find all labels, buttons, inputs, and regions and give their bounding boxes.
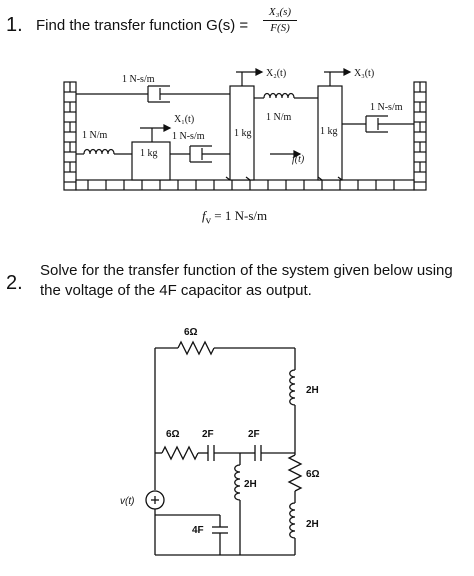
- label-mass-3: 1 kg: [320, 126, 338, 137]
- capacitor-2f-a: [198, 445, 240, 461]
- label-r-mid: 6Ω: [166, 429, 180, 440]
- left-wall: [63, 81, 77, 191]
- arrow-force: [270, 150, 302, 158]
- label-x1: X₁(t): [174, 114, 194, 125]
- label-l-right-top: 2H: [306, 385, 319, 396]
- inductor-right-top: [289, 348, 296, 435]
- mass-3: [317, 85, 343, 181]
- arrow-x1: [140, 124, 172, 142]
- label-mass-1: 1 kg: [140, 148, 158, 159]
- damper-right: [342, 115, 414, 133]
- resistor-mid: [155, 445, 199, 461]
- damper-top: [76, 85, 230, 103]
- spring-left: [76, 148, 132, 155]
- right-wall: [413, 81, 427, 191]
- spring-mid: [254, 92, 318, 99]
- label-r-top: 6Ω: [184, 327, 198, 338]
- capacitor-2f-b: [240, 435, 296, 461]
- label-damper-mid: 1 N-s/m: [172, 131, 205, 142]
- question-1-text: Find the transfer function G(s) =: [36, 17, 249, 34]
- label-l-mid: 2H: [244, 479, 257, 490]
- label-c-2f-a: 2F: [202, 429, 214, 440]
- label-r-right: 6Ω: [306, 469, 320, 480]
- mass-2: [229, 85, 255, 181]
- inductor-right-bottom: [289, 502, 296, 555]
- fraction-numerator: X₃(s): [268, 6, 292, 18]
- label-spring-mid: 1 N/m: [266, 112, 292, 123]
- label-mass-2: 1 kg: [234, 128, 252, 139]
- capacitor-4f: [155, 514, 228, 555]
- question-2-number: 2.: [6, 272, 23, 294]
- friction-marks: [225, 176, 343, 181]
- friction-coefficient: fv = 1 N-s/m: [202, 208, 268, 227]
- label-c-4f: 4F: [192, 525, 204, 536]
- resistor-right: [287, 453, 303, 503]
- label-spring-left: 1 N/m: [82, 130, 108, 141]
- damper-mid: [170, 145, 230, 163]
- arrow-x3: [324, 68, 352, 86]
- label-source: v(t): [120, 496, 134, 507]
- label-damper-right: 1 N-s/m: [370, 102, 403, 113]
- label-x3: X₃(t): [354, 68, 374, 79]
- label-l-right-bottom: 2H: [306, 519, 319, 530]
- fraction-denominator: F(S): [270, 22, 290, 34]
- arrow-x2: [236, 68, 264, 86]
- mass-1: [131, 141, 171, 181]
- resistor-top: [155, 340, 295, 356]
- label-force: f(t): [292, 154, 305, 165]
- label-x2: X₂(t): [266, 68, 286, 79]
- floor: [75, 179, 415, 191]
- mechanical-system-diagram: 1 N-s/m 1 N/m 1 kg X₁(t) 1 N-s/m 1 kg X₂…: [63, 68, 427, 191]
- question-1-number: 1.: [6, 14, 23, 36]
- label-damper-top: 1 N-s/m: [122, 74, 155, 85]
- label-c-2f-b: 2F: [248, 429, 260, 440]
- voltage-source: [145, 490, 165, 555]
- circuit-diagram: 6Ω 2H 6Ω 2F 2F 2H 6Ω: [120, 327, 320, 556]
- inductor-mid: [234, 453, 241, 555]
- transfer-function-fraction: X₃(s) F(S): [263, 6, 297, 35]
- fraction-bar: [263, 20, 297, 21]
- question-2-text: Solve for the transfer function of the s…: [40, 262, 453, 299]
